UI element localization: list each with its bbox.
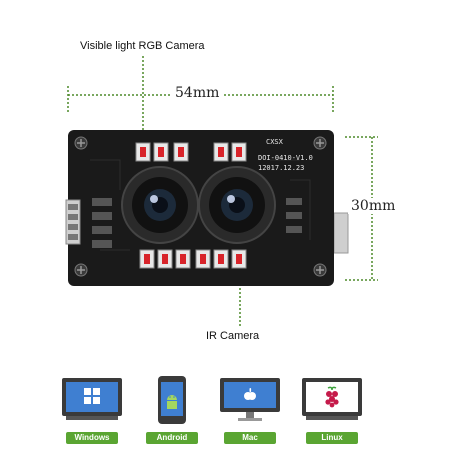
ir-camera-lens — [198, 166, 276, 244]
top-led-array — [135, 142, 247, 162]
width-dimension-label: 54mm — [172, 85, 223, 101]
platform-linux: Linux — [300, 376, 364, 444]
board-model: DOI-0410-V1.0 — [258, 154, 313, 162]
rgb-camera-label: Visible light RGB Camera — [80, 40, 205, 52]
android-logo-icon — [167, 395, 177, 409]
raspberry-logo-icon — [325, 386, 339, 408]
platform-label: Windows — [66, 432, 118, 444]
bottom-led-array — [139, 249, 247, 269]
platform-windows: Windows — [60, 376, 124, 444]
ir-camera-label: IR Camera — [206, 330, 260, 342]
platform-android: Android — [140, 376, 204, 444]
left-header-pins — [65, 199, 81, 245]
platform-label: Mac — [224, 432, 276, 444]
mounting-holes — [74, 136, 327, 277]
board-date: 12017.12.23 — [258, 164, 304, 172]
height-dimension-label: 30mm — [348, 198, 399, 214]
platform-mac: Mac — [218, 376, 282, 444]
platform-label: Android — [146, 432, 198, 444]
rgb-camera-lens — [121, 166, 199, 244]
windows-logo-icon — [84, 388, 100, 404]
apple-logo-icon — [244, 388, 256, 400]
board-brand: CXSX — [266, 138, 284, 146]
side-connector — [333, 212, 349, 254]
platform-label: Linux — [306, 432, 358, 444]
